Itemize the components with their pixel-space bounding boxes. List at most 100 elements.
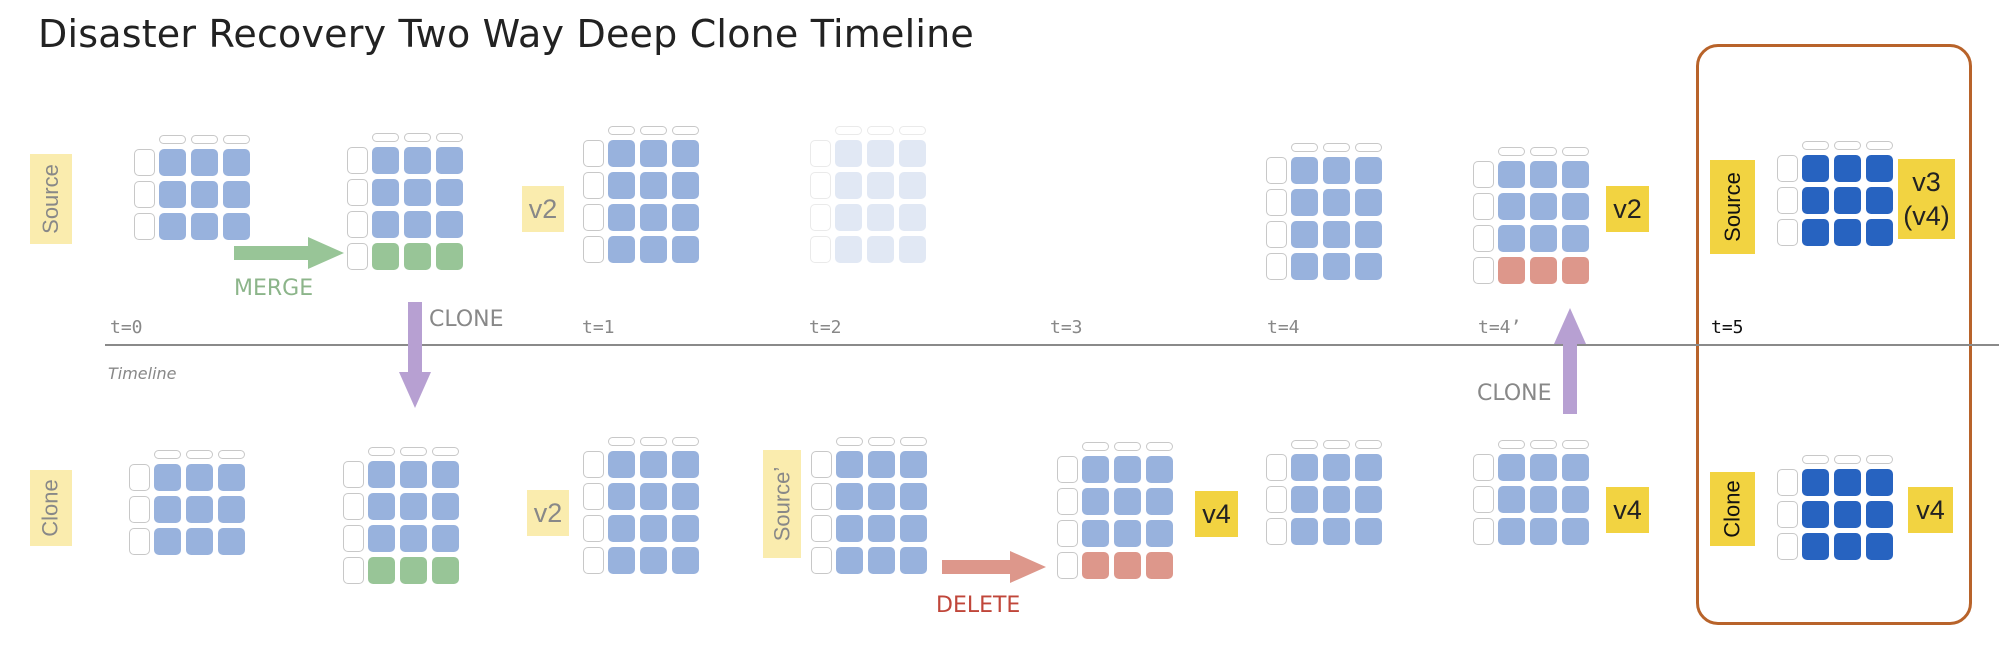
- table-header-cell: [899, 126, 926, 135]
- table-data-cell: [1530, 225, 1557, 252]
- table-data-cell: [1802, 469, 1829, 496]
- table-data-cell: [372, 211, 399, 238]
- table-header-cell: [432, 447, 459, 456]
- table-data-cell: [1530, 257, 1557, 284]
- table-row-handle: [1266, 486, 1287, 513]
- table-data-cell: [1562, 454, 1589, 481]
- table-data-cell: [159, 213, 186, 240]
- table-data-cell: [1146, 456, 1173, 483]
- table-data-cell: [1323, 189, 1350, 216]
- table-data-cell: [672, 515, 699, 542]
- table-data-cell: [154, 464, 181, 491]
- timeline-axis: [105, 344, 1999, 346]
- table-data-cell: [1082, 488, 1109, 515]
- table-data-cell: [1530, 518, 1557, 545]
- table-data-cell: [640, 204, 667, 231]
- table-data-cell: [836, 515, 863, 542]
- table-header-cell: [672, 126, 699, 135]
- tick-t4: t=4: [1267, 317, 1300, 338]
- table-data-cell: [1530, 454, 1557, 481]
- table-row-handle: [810, 236, 831, 263]
- table-data-cell: [400, 493, 427, 520]
- table-header-cell: [672, 437, 699, 446]
- table-row-handle: [1473, 454, 1494, 481]
- table-data-cell: [1355, 253, 1382, 280]
- table-data-cell: [191, 149, 218, 176]
- source-prime-label: Source’: [763, 450, 801, 558]
- table-row-handle: [811, 451, 832, 478]
- table-data-cell: [186, 464, 213, 491]
- table-header-cell: [223, 135, 250, 144]
- table-header-cell: [1802, 455, 1829, 464]
- table-header-cell: [1802, 141, 1829, 150]
- version-badge-v4-clone-t5: v4: [1908, 487, 1953, 533]
- table-header-cell: [640, 126, 667, 135]
- table-data-cell: [1323, 454, 1350, 481]
- table-data-cell: [368, 525, 395, 552]
- table-data-cell: [672, 547, 699, 574]
- table-data-cell: [1562, 486, 1589, 513]
- table-data-cell: [1834, 155, 1861, 182]
- table-data-cell: [436, 243, 463, 270]
- tick-t4-prime: t=4’: [1478, 317, 1522, 338]
- table-data-cell: [899, 204, 926, 231]
- table-data-cell: [368, 493, 395, 520]
- table-row-handle: [811, 547, 832, 574]
- table-data-cell: [640, 451, 667, 478]
- table-data-cell: [432, 525, 459, 552]
- tick-t5: t=5: [1711, 317, 1744, 338]
- table-data-cell: [1146, 488, 1173, 515]
- table-data-cell: [900, 451, 927, 478]
- table-data-cell: [218, 496, 245, 523]
- table-data-cell: [1866, 155, 1893, 182]
- table-data-cell: [1530, 486, 1557, 513]
- tick-t3: t=3: [1050, 317, 1083, 338]
- table-data-cell: [608, 172, 635, 199]
- table-data-cell: [1866, 187, 1893, 214]
- table-data-cell: [835, 140, 862, 167]
- table-data-cell: [608, 483, 635, 510]
- table-data-cell: [1082, 552, 1109, 579]
- table-data-cell: [1866, 533, 1893, 560]
- table-row-handle: [347, 179, 368, 206]
- table-row-handle: [1777, 533, 1798, 560]
- table-header-cell: [1082, 442, 1109, 451]
- table-data-cell: [404, 147, 431, 174]
- table-row-handle: [583, 451, 604, 478]
- table-header-cell: [867, 126, 894, 135]
- table-data-cell: [1802, 219, 1829, 246]
- table-header-cell: [159, 135, 186, 144]
- table-data-cell: [900, 483, 927, 510]
- merge-label: MERGE: [234, 276, 314, 301]
- table-header-cell: [1355, 143, 1382, 152]
- table-row-handle: [1473, 161, 1494, 188]
- table-row-handle: [1266, 253, 1287, 280]
- table-row-handle: [583, 204, 604, 231]
- table-data-cell: [404, 211, 431, 238]
- table-row-handle: [810, 140, 831, 167]
- table-data-cell: [1498, 454, 1525, 481]
- table-data-cell: [1530, 161, 1557, 188]
- table-data-cell: [1291, 157, 1318, 184]
- table-data-cell: [223, 149, 250, 176]
- table-data-cell: [159, 149, 186, 176]
- table-header-cell: [836, 437, 863, 446]
- table-row-handle: [1473, 193, 1494, 220]
- source-row-label: Source: [30, 154, 72, 244]
- tick-t0: t=0: [110, 317, 143, 338]
- table-data-cell: [1082, 456, 1109, 483]
- table-header-cell: [1323, 143, 1350, 152]
- table-row-handle: [343, 525, 364, 552]
- table-data-cell: [1291, 518, 1318, 545]
- table-row-handle: [343, 461, 364, 488]
- table-row-handle: [583, 140, 604, 167]
- version-badge-v4-clone-t3: v4: [1195, 491, 1238, 537]
- table-header-cell: [1530, 440, 1557, 449]
- table-header-cell: [1291, 143, 1318, 152]
- table-header-cell: [900, 437, 927, 446]
- table-data-cell: [1498, 225, 1525, 252]
- merge-arrow: [234, 237, 344, 269]
- table-data-cell: [223, 181, 250, 208]
- table-data-cell: [1355, 454, 1382, 481]
- table-row-handle: [1473, 225, 1494, 252]
